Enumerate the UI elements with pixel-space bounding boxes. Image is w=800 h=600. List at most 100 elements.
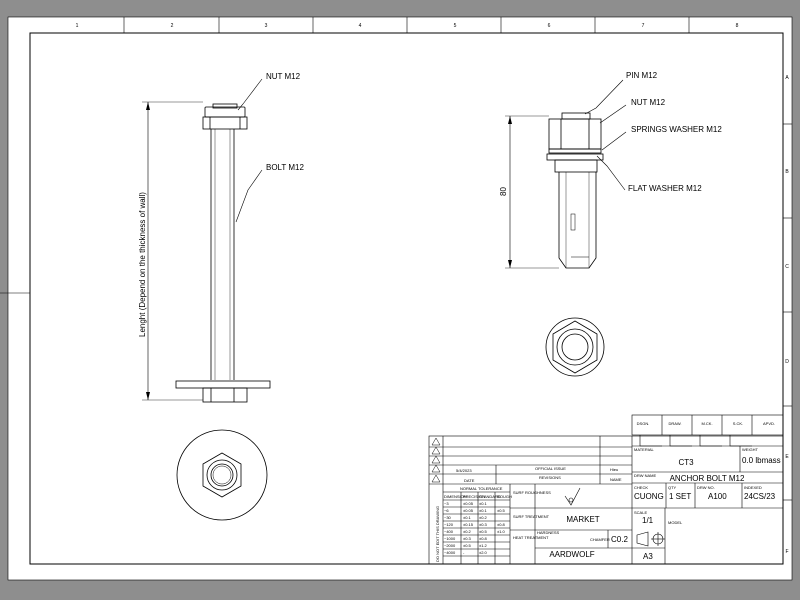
weight-caption: WEIGHT xyxy=(742,447,759,452)
tolerance-header: STANDARD xyxy=(479,494,501,499)
drw-no-value: A100 xyxy=(708,492,727,501)
revisions-caption: REVISIONS xyxy=(539,475,561,480)
drawing-sheet xyxy=(8,17,792,580)
tolerance-cell: ~120 xyxy=(444,522,454,527)
tolerance-cell: ±0.8 xyxy=(479,536,488,541)
dimension-80: 80 xyxy=(499,187,508,196)
zone-row-label: A xyxy=(785,75,789,81)
zone-ticks xyxy=(0,17,792,501)
approval-draw: DRAW. xyxy=(669,421,682,426)
official-issue: OFFICIAL ISSUE xyxy=(535,466,566,471)
material-value: CT3 xyxy=(678,458,694,467)
pin-label: PIN M12 xyxy=(626,71,658,80)
approval-sck: S.CK. xyxy=(733,421,743,426)
tolerance-cell: ±0.8 xyxy=(497,522,506,527)
drw-no-caption: DRW NO. xyxy=(697,485,715,490)
tolerance-cell: ~30 xyxy=(444,515,452,520)
check-value: CUONG xyxy=(634,492,664,501)
approval-mck: M.CK. xyxy=(701,421,712,426)
viewer-bottom-bar xyxy=(0,580,800,600)
chamfer-caption: CHAMFER xyxy=(590,537,610,542)
material-caption: MATERIAL xyxy=(634,447,654,452)
tolerance-cell: ±0.3 xyxy=(463,536,472,541)
zone-row-label: C xyxy=(785,264,789,270)
zone-col-label: 2 xyxy=(171,23,174,29)
tolerance-cell: ~4000 xyxy=(444,550,456,555)
weight-value: 0.0 lbmass xyxy=(742,456,781,465)
tolerance-cell: ±0.5 xyxy=(497,508,506,513)
tolerance-header: DIMENSION xyxy=(444,494,467,499)
left-bolt-label: BOLT M12 xyxy=(266,163,304,172)
tolerance-cell: ±1.2 xyxy=(479,543,488,548)
scale-value: 1/1 xyxy=(642,516,654,525)
flat-washer-label: FLAT WASHER M12 xyxy=(628,184,702,193)
left-nut-label: NUT M12 xyxy=(266,72,301,81)
anchor-top-view xyxy=(545,317,605,377)
title-block xyxy=(428,414,784,565)
tolerance-cell: ±0.05 xyxy=(463,508,474,513)
name-caption: NAME xyxy=(610,477,622,482)
tolerance-cell: ±0.5 xyxy=(463,543,472,548)
tolerance-cell: ±1.0 xyxy=(497,529,506,534)
model-caption: MODEL xyxy=(668,520,683,525)
company-name: AARDWOLF xyxy=(549,550,594,559)
chamfer-value: C0.2 xyxy=(611,535,628,544)
check-caption: CHECK xyxy=(634,485,648,490)
tolerance-title: NORMAL TOLERANCE xyxy=(460,486,503,491)
qty-caption: QTY xyxy=(668,485,677,490)
tolerance-cell: ±0.2 xyxy=(479,515,488,520)
roughness-symbol xyxy=(564,487,581,506)
zone-col-label: 6 xyxy=(548,23,551,29)
right-nut-label: NUT M12 xyxy=(631,98,666,107)
tolerance-cell: ±0.2 xyxy=(463,529,472,534)
zone-row-label: D xyxy=(785,359,789,365)
zone-col-label: 7 xyxy=(642,23,645,29)
bolt-side-view xyxy=(142,78,271,403)
length-dimension-label: Lenght (Depend on the thickness of wall) xyxy=(138,192,147,337)
outer-frame xyxy=(7,16,793,581)
date-caption: DATE xyxy=(464,478,475,483)
revision-date-value: 5/4/2023 xyxy=(456,468,472,473)
index-caption: INDEXED xyxy=(744,485,762,490)
tolerance-cell: ~3 xyxy=(444,501,449,506)
tolerance-header: PRECISION xyxy=(463,494,485,499)
bolt-top-view xyxy=(176,429,268,521)
revision-name-value: Hieu xyxy=(610,467,618,472)
approval-dsgn: DSGN. xyxy=(637,421,650,426)
drw-name-caption: DRW NAME xyxy=(634,473,656,478)
do-not-edit-label: DO NOT EDIT THIS DRAWING xyxy=(435,506,440,562)
drw-name-value: ANCHOR BOLT M12 xyxy=(670,474,745,483)
tolerance-rows: ~3±0.05±0.1~6±0.05±0.1±0.5~30±0.1±0.2~12… xyxy=(444,501,506,555)
zone-row-label: F xyxy=(785,549,788,555)
sheet-size: A3 xyxy=(643,552,653,561)
inner-frame xyxy=(29,32,784,565)
anchor-side-view xyxy=(505,79,627,269)
tolerance-cell: - xyxy=(463,550,465,555)
tolerance-cell: ~1000 xyxy=(444,536,456,541)
zone-col-label: 5 xyxy=(454,23,457,29)
tolerance-cell: ±0.1 xyxy=(479,508,488,513)
zone-row-label: B xyxy=(785,169,789,175)
tolerance-cell: ~2000 xyxy=(444,543,456,548)
qty-value: 1 SET xyxy=(669,492,691,501)
zone-col-label: 4 xyxy=(359,23,362,29)
tolerance-cell: ±0.15 xyxy=(463,522,474,527)
zone-col-label: 8 xyxy=(736,23,739,29)
tolerance-cell: ±2.0 xyxy=(479,550,488,555)
heat-treatment: HEAT TREATMENT xyxy=(513,535,549,540)
tolerance-cell: ±0.3 xyxy=(479,522,488,527)
revision-triangles xyxy=(431,437,441,483)
approval-apvd: APVD. xyxy=(763,421,775,426)
scale-caption: SCALE xyxy=(634,510,647,515)
zone-col-label: 1 xyxy=(76,23,79,29)
tolerance-cell: ~400 xyxy=(444,529,454,534)
tolerance-header: ROUGH xyxy=(497,494,512,499)
index-value: 24CS/23 xyxy=(744,492,776,501)
tolerance-cell: ±0.5 xyxy=(479,529,488,534)
zone-col-label: 3 xyxy=(265,23,268,29)
surf-roughness: SURF ROUGHNESS xyxy=(513,490,551,495)
tolerance-cell: ~6 xyxy=(444,508,449,513)
market-value: MARKET xyxy=(566,515,599,524)
tolerance-cell: ±0.1 xyxy=(463,515,472,520)
zone-row-label: E xyxy=(785,454,789,460)
